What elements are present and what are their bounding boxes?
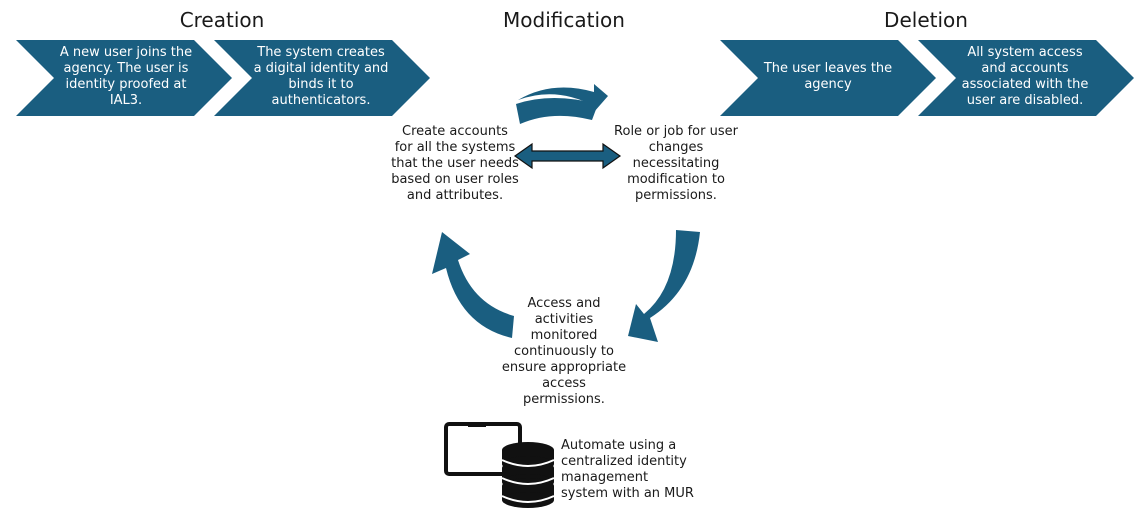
label-role-change: Role or job for user changes necessitati…: [606, 124, 746, 204]
chevron-line: a digital identity and: [253, 61, 389, 76]
label-line: ensure appropriate: [501, 360, 627, 375]
chevron-access-disabled: All system access and accounts associate…: [944, 45, 1106, 109]
label-monitoring: Access and activities monitored continuo…: [494, 296, 634, 408]
heading-modification: Modification: [503, 8, 625, 32]
chevron-line: agency. The user is: [63, 61, 189, 76]
label-line: access: [542, 376, 586, 391]
double-arrow: [513, 142, 622, 170]
label-line: monitored: [530, 328, 598, 343]
label-automate: Automate using a centralized identity ma…: [561, 438, 731, 502]
heading-deletion: Deletion: [884, 8, 968, 32]
chevron-line: The system creates: [257, 45, 385, 60]
label-line: Automate using a: [561, 438, 677, 453]
chevron-line: authenticators.: [271, 93, 371, 108]
label-line: based on user roles: [391, 172, 519, 187]
computer-database-icon: [444, 422, 555, 508]
chevron-shape-identity-created: [214, 40, 430, 116]
label-line: Role or job for user: [614, 124, 738, 139]
label-line: permissions.: [523, 392, 605, 407]
label-line: Access and: [527, 296, 601, 311]
chevron-line: and accounts: [981, 61, 1069, 76]
chevron-line: A new user joins the: [59, 45, 193, 60]
chevron-user-leaves: The user leaves the agency: [748, 61, 908, 93]
chevron-line: identity proofed at: [65, 77, 187, 92]
label-line: activities: [534, 312, 594, 327]
curved-arrow-top: [518, 84, 608, 112]
label-line: continuously to: [514, 344, 614, 359]
label-line: management: [561, 470, 649, 485]
label-line: permissions.: [635, 188, 717, 203]
label-line: centralized identity: [561, 454, 687, 469]
heading-creation: Creation: [179, 8, 265, 32]
chevron-line: All system access: [967, 45, 1083, 60]
label-line: that the user needs: [391, 156, 519, 171]
curved-arrow-right: [628, 230, 700, 342]
label-line: system with an MUR: [561, 486, 694, 501]
chevron-shape-user-joins: [16, 40, 232, 116]
chevron-shape-user-leaves: [720, 40, 936, 116]
label-line: modification to: [627, 172, 725, 187]
label-line: for all the systems: [394, 140, 516, 155]
label-line: and attributes.: [406, 188, 504, 203]
chevron-line: The user leaves the: [763, 61, 893, 76]
label-line: Create accounts: [402, 124, 508, 139]
chevron-line: associated with the: [961, 77, 1089, 92]
chevron-line: agency: [804, 77, 852, 92]
chevron-user-joins: A new user joins the agency. The user is…: [46, 45, 206, 109]
chevron-identity-created: The system creates a digital identity an…: [240, 45, 402, 109]
curved-arrow-top-body: [516, 98, 598, 124]
label-line: necessitating: [632, 156, 720, 171]
label-line: changes: [648, 140, 704, 155]
chevron-shape-access-disabled: [918, 40, 1134, 116]
label-create-accounts: Create accounts for all the systems that…: [385, 124, 525, 204]
curved-arrow-left: [432, 232, 514, 338]
chevron-line: user are disabled.: [966, 93, 1084, 108]
chevron-line: binds it to: [288, 77, 354, 92]
chevron-line: IAL3.: [109, 93, 143, 108]
